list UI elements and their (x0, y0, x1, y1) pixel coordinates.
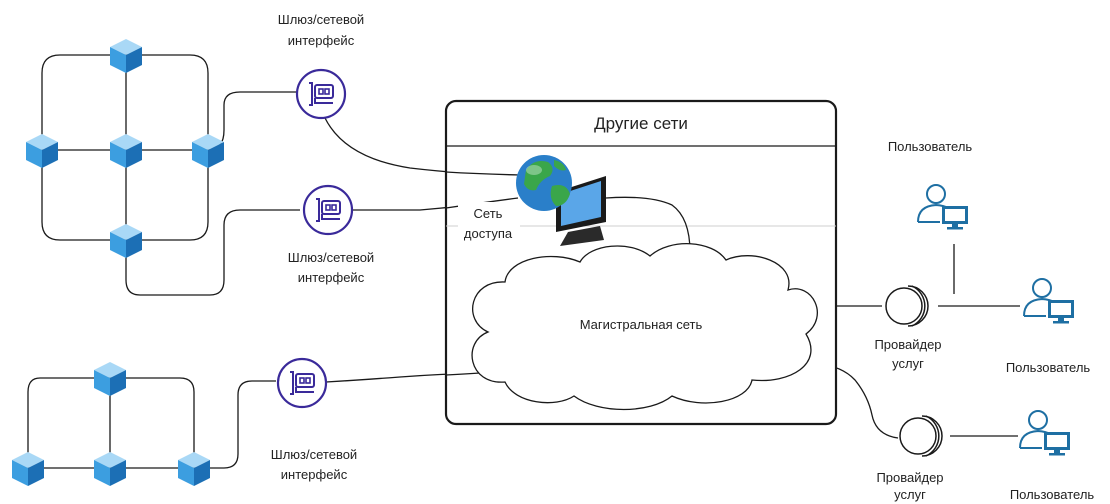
gateway-3: Шлюз/сетевой интерфейс (271, 357, 357, 482)
gateway-1-label-2: интерфейс (288, 33, 355, 48)
user-workstation-icon (917, 184, 969, 231)
switch-cube-icon (178, 452, 210, 486)
globe-icon (516, 155, 572, 211)
switch-cube-icon (110, 134, 142, 168)
gateway-1: Шлюз/сетевой интерфейс (278, 12, 364, 120)
switch-cube-icon (12, 452, 44, 486)
gateway-3-label-2: интерфейс (281, 467, 348, 482)
gateway-1-label-1: Шлюз/сетевой (278, 12, 364, 27)
gateway-2-label-1: Шлюз/сетевой (288, 250, 374, 265)
backbone-cloud: Магистральная сеть (471, 243, 818, 411)
gateway-2: Шлюз/сетевой интерфейс (288, 184, 374, 285)
user-1: Пользователь (888, 139, 973, 231)
mesh-network-top (26, 39, 224, 258)
access-network-label-1: Сеть (474, 206, 503, 221)
mesh-network-bottom (12, 362, 210, 486)
provider-2-label-1: Провайдер (876, 470, 943, 485)
network-card-icon (295, 68, 347, 120)
network-card-icon (276, 357, 328, 409)
access-network-label-2: доступа (464, 226, 513, 241)
switch-cube-icon (192, 134, 224, 168)
switch-cube-icon (94, 362, 126, 396)
user-1-label: Пользователь (888, 139, 973, 154)
provider-node-icon (899, 415, 943, 457)
access-network-node: Сеть доступа (458, 155, 606, 246)
network-card-icon (302, 184, 354, 236)
user-2: Пользователь (1006, 278, 1091, 375)
user-3: Пользователь (1010, 410, 1095, 502)
provider-1-label-2: услуг (892, 356, 924, 371)
backbone-label: Магистральная сеть (580, 317, 703, 332)
user-workstation-icon (1023, 278, 1075, 325)
gateway-3-label-1: Шлюз/сетевой (271, 447, 357, 462)
switch-cube-icon (94, 452, 126, 486)
provider-1-label-1: Провайдер (874, 337, 941, 352)
switch-cube-icon (110, 39, 142, 73)
other-networks-title: Другие сети (594, 114, 688, 133)
provider-2-label-2: услуг (894, 487, 926, 502)
provider-1: Провайдер услуг (874, 285, 942, 371)
provider-node-icon (885, 285, 929, 327)
user-workstation-icon (1019, 410, 1071, 457)
user-3-label: Пользователь (1010, 487, 1095, 502)
provider-2: Провайдер услуг (876, 415, 944, 502)
gateway-2-label-2: интерфейс (298, 270, 365, 285)
switch-cube-icon (110, 224, 142, 258)
user-2-label: Пользователь (1006, 360, 1091, 375)
switch-cube-icon (26, 134, 58, 168)
